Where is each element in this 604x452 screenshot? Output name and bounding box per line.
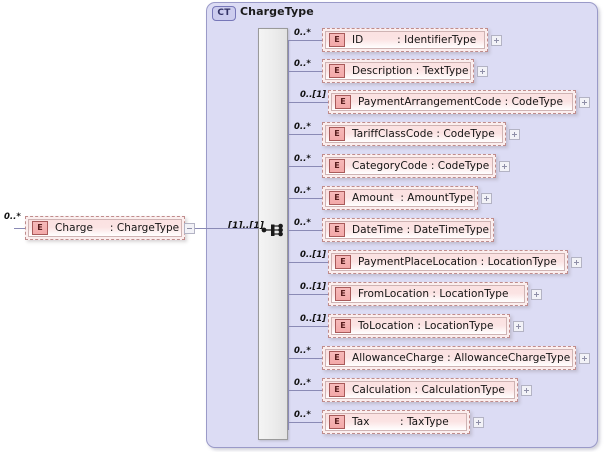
element-badge-icon: E [32,221,48,235]
element-cardinality-calculation: 0..* [294,378,311,388]
element-label-id: ID : IdentifierType [352,34,477,46]
expand-toggle-calculation[interactable] [521,385,532,396]
connector-line [288,262,328,263]
element-badge-icon: E [329,127,345,141]
element-label-paymentplacelocation: PaymentPlaceLocation : LocationType [358,256,557,268]
element-badge-icon: E [329,223,345,237]
connector-line [288,230,322,231]
element-node-paymentplacelocation[interactable]: E PaymentPlaceLocation : LocationType [328,250,568,274]
connector-line [288,390,322,391]
element-cardinality-paymentarrangementcode: 0..[1] [300,90,327,100]
element-badge-icon: E [329,64,345,78]
element-node-charge[interactable]: E Charge : ChargeType [25,216,185,240]
element-badge-icon: E [329,191,345,205]
element-badge-icon: E [329,383,345,397]
complextype-badge-icon: CT [212,6,236,21]
element-node-amount[interactable]: E Amount : AmountType [322,186,478,210]
connector-line [288,294,328,295]
collapse-toggle-charge[interactable] [184,223,195,234]
element-cardinality-amount: 0..* [294,186,311,196]
element-cardinality-datetime: 0..* [294,218,311,228]
element-label-calculation: Calculation : CalculationType [352,384,505,396]
element-badge-icon: E [329,415,345,429]
expand-toggle-paymentarrangementcode[interactable] [579,97,590,108]
expand-toggle-amount[interactable] [481,193,492,204]
connector-line [288,134,322,135]
element-node-categorycode[interactable]: E CategoryCode : CodeType [322,154,496,178]
root-cardinality: 0..* [4,212,21,222]
element-cardinality-paymentplacelocation: 0..[1] [300,250,327,260]
element-node-tax[interactable]: E Tax : TaxType [322,410,470,434]
connector-line [288,40,322,41]
element-cardinality-categorycode: 0..* [294,154,311,164]
element-cardinality-tax: 0..* [294,410,311,420]
element-badge-icon: E [329,33,345,47]
element-cardinality-tolocation: 0..[1] [300,314,327,324]
element-cardinality-description: 0..* [294,59,311,69]
expand-toggle-tolocation[interactable] [513,321,524,332]
element-node-calculation[interactable]: E Calculation : CalculationType [322,378,518,402]
element-label-categorycode: CategoryCode : CodeType [352,160,490,172]
connector-root-to-container [195,228,258,229]
element-badge-icon: E [329,351,345,365]
expand-toggle-tariffclasscode[interactable] [509,129,520,140]
connector-line [288,326,328,327]
connector-line [288,358,322,359]
expand-toggle-description[interactable] [477,66,488,77]
element-cardinality-tariffclasscode: 0..* [294,122,311,132]
element-cardinality-allowancecharge: 0..* [294,346,311,356]
element-badge-icon: E [329,159,345,173]
element-cardinality-id: 0..* [294,28,311,38]
element-cardinality-fromlocation: 0..[1] [300,282,327,292]
element-label-tariffclasscode: TariffClassCode : CodeType [352,128,495,140]
connector-line [288,71,322,72]
element-node-tariffclasscode[interactable]: E TariffClassCode : CodeType [322,122,506,146]
element-label-tolocation: ToLocation : LocationType [358,320,494,332]
element-node-id[interactable]: E ID : IdentifierType [322,28,488,52]
element-badge-icon: E [335,319,351,333]
connector-line [288,102,328,103]
expand-toggle-fromlocation[interactable] [531,289,542,300]
element-label-description: Description : TextType [352,65,469,77]
connector-root-stub [14,228,25,229]
connector-line [288,198,322,199]
element-badge-icon: E [335,95,351,109]
sequence-cardinality: [1]..[1] [228,221,264,231]
element-node-allowancecharge[interactable]: E AllowanceCharge : AllowanceChargeType [322,346,576,370]
connector-line [288,422,322,423]
element-node-datetime[interactable]: E DateTime : DateTimeType [322,218,494,242]
element-node-description[interactable]: E Description : TextType [322,59,474,83]
element-label-charge: Charge : ChargeType [55,222,180,234]
element-label-datetime: DateTime : DateTimeType [352,224,490,236]
element-label-paymentarrangementcode: PaymentArrangementCode : CodeType [358,96,564,108]
connector-trunk [288,40,289,430]
expand-toggle-paymentplacelocation[interactable] [571,257,582,268]
element-node-paymentarrangementcode[interactable]: E PaymentArrangementCode : CodeType [328,90,576,114]
complextype-title: ChargeType [240,5,314,18]
element-badge-icon: E [335,255,351,269]
expand-toggle-tax[interactable] [473,417,484,428]
expand-toggle-id[interactable] [491,35,502,46]
element-badge-icon: E [335,287,351,301]
element-label-fromlocation: FromLocation : LocationType [358,288,509,300]
element-node-tolocation[interactable]: E ToLocation : LocationType [328,314,510,338]
element-node-fromlocation[interactable]: E FromLocation : LocationType [328,282,528,306]
element-label-amount: Amount : AmountType [352,192,474,204]
element-label-tax: Tax : TaxType [352,416,449,428]
sequence-icon[interactable] [261,219,287,241]
connector-line [288,166,322,167]
expand-toggle-categorycode[interactable] [499,161,510,172]
expand-toggle-allowancecharge[interactable] [579,353,590,364]
element-label-allowancecharge: AllowanceCharge : AllowanceChargeType [352,352,571,364]
